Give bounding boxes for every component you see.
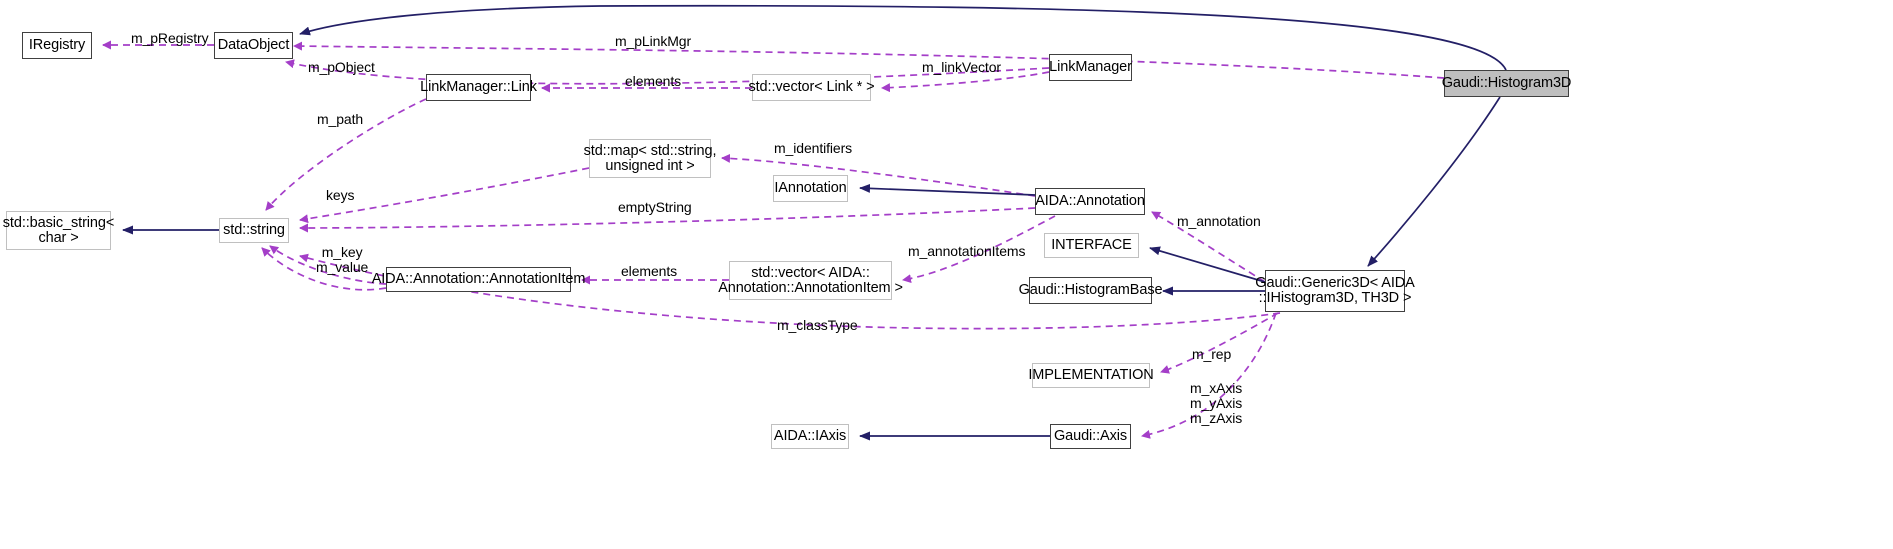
usage-edges xyxy=(102,40,1445,439)
edge-label-m-annotationitems: m_annotationItems xyxy=(908,243,1026,259)
node-aida-annotation[interactable]: AIDA::Annotation xyxy=(1035,188,1145,215)
node-linkmanager-link[interactable]: LinkManager::Link xyxy=(420,74,537,101)
node-iregistry[interactable]: IRegistry xyxy=(22,32,92,59)
edge-label-m-path: m_path xyxy=(317,111,364,127)
edge-label-m-annotation: m_annotation xyxy=(1177,213,1261,229)
edge-annotation-map xyxy=(721,153,1036,197)
edge-label-elements-link: elements xyxy=(625,73,682,89)
node-std-basic-string-char[interactable]: std::basic_string< char > xyxy=(3,211,114,250)
node-linkmanager[interactable]: LinkManager xyxy=(1049,54,1132,81)
edge-label-m-linkvector: m_linkVector xyxy=(922,59,1001,75)
edge-label-m-rep: m_rep xyxy=(1192,346,1232,362)
node-aida-iaxis[interactable]: AIDA::IAxis xyxy=(771,424,849,449)
edge-label-m-pobject: m_pObject xyxy=(308,59,375,75)
edge-inherit-annotation-iannotation xyxy=(859,183,1036,196)
edge-label-elements-annotation: elements xyxy=(621,263,678,279)
edge-inherit-histogram3d-generic3d xyxy=(1367,96,1501,267)
node-gaudi-histogram3d-current[interactable]: Gaudi::Histogram3D xyxy=(1442,70,1571,97)
edge-label-emptystring: emptyString xyxy=(618,199,692,215)
edge-generic3d-implementation xyxy=(1160,312,1279,374)
edge-label-m-classtype: m_classType xyxy=(777,317,858,333)
node-gaudi-axis[interactable]: Gaudi::Axis xyxy=(1050,424,1131,449)
node-gaudi-histogrambase[interactable]: Gaudi::HistogramBase xyxy=(1019,277,1163,304)
edge-label-m-axes: m_xAxis m_yAxis m_zAxis xyxy=(1190,380,1243,426)
node-dataobject[interactable]: DataObject xyxy=(214,32,293,59)
edge-label-keys: keys xyxy=(326,187,355,203)
node-aida-annotation-annotationitem[interactable]: AIDA::Annotation::AnnotationItem xyxy=(372,267,585,292)
node-iannotation[interactable]: IAnnotation xyxy=(773,175,848,202)
node-gaudi-generic3d[interactable]: Gaudi::Generic3D< AIDA ::IHistogram3D, T… xyxy=(1255,270,1415,312)
edge-label-m-key-m-value: m_key m_value xyxy=(316,244,369,275)
edge-label-m-identifiers: m_identifiers xyxy=(774,140,853,156)
edge-label-m-plinkmgr: m_pLinkMgr xyxy=(615,33,692,49)
edge-inherit-generic3d-interface xyxy=(1149,246,1266,283)
node-std-string[interactable]: std::string xyxy=(219,218,289,243)
edge-label-m-pregistry: m_pRegistry xyxy=(131,30,209,46)
node-interface-template-param[interactable]: INTERFACE xyxy=(1044,233,1139,258)
edge-inherit-histogram3d-dataobject xyxy=(299,4,1507,71)
node-std-map-string-uint[interactable]: std::map< std::string, unsigned int > xyxy=(584,139,717,178)
node-std-vector-annotationitem[interactable]: std::vector< AIDA:: Annotation::Annotati… xyxy=(718,261,903,300)
node-implementation-template-param[interactable]: IMPLEMENTATION xyxy=(1028,363,1154,388)
node-std-vector-link-ptr[interactable]: std::vector< Link * > xyxy=(748,74,875,101)
